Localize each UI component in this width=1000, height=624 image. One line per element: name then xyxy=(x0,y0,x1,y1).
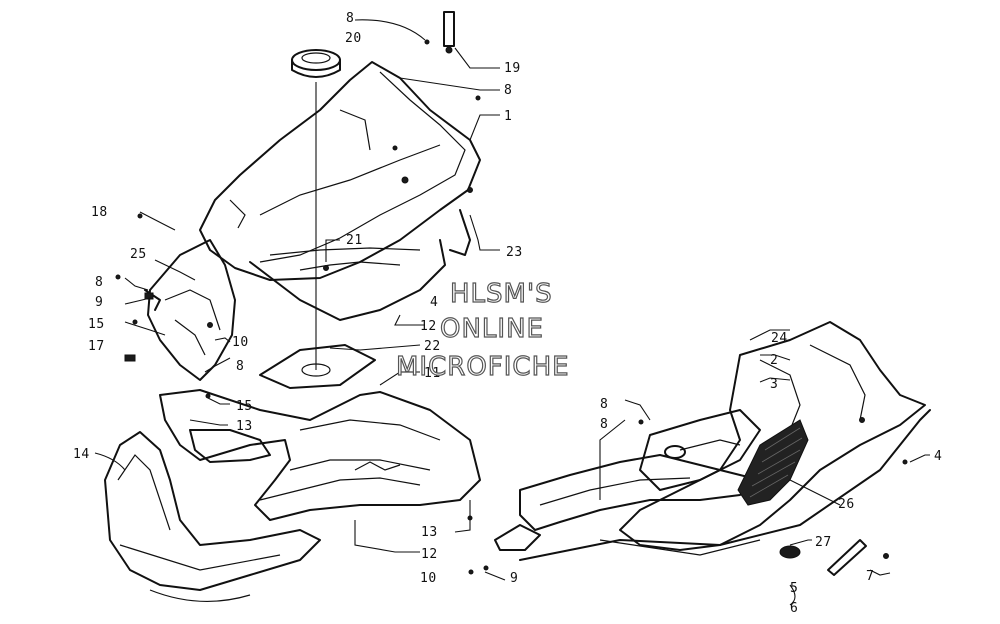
callout-11: 11 xyxy=(424,366,441,381)
callout-15: 15 xyxy=(236,399,253,414)
callout-19: 19 xyxy=(504,61,521,76)
callout-8: 8 xyxy=(504,83,512,98)
callout-25: 25 xyxy=(130,247,147,262)
callout-12: 12 xyxy=(420,319,437,334)
callout-6: 6 xyxy=(790,601,798,616)
gas-cap-ring-part xyxy=(291,49,341,78)
callout-24: 24 xyxy=(771,331,788,346)
callout-8: 8 xyxy=(346,11,354,26)
callout-17: 17 xyxy=(88,339,105,354)
callout-10: 10 xyxy=(420,571,437,586)
callout-15: 15 xyxy=(88,317,105,332)
callout-23: 23 xyxy=(506,245,523,260)
callout-10: 10 xyxy=(232,335,249,350)
callout-14: 14 xyxy=(73,447,90,462)
latch-bracket-part xyxy=(443,11,455,54)
callout-7: 7 xyxy=(866,569,874,584)
callout-9: 9 xyxy=(510,571,518,586)
base-plate-part xyxy=(259,344,376,389)
callout-3: 3 xyxy=(770,377,778,392)
watermark-line-2: ONLINE xyxy=(440,314,544,344)
callout-21: 21 xyxy=(346,233,363,248)
callout-8: 8 xyxy=(95,275,103,290)
trim-strip-part xyxy=(827,539,867,576)
callout-18: 18 xyxy=(91,205,108,220)
front-nose-part xyxy=(104,431,321,603)
callout-labels: 8 20 19 8 1 18 21 23 25 8 9 4 12 15 17 1… xyxy=(73,11,942,616)
left-side-panel-part xyxy=(144,239,236,381)
emblem-part xyxy=(779,545,801,559)
callout-2: 2 xyxy=(770,353,778,368)
belly-pan-part xyxy=(159,389,481,521)
callout-27: 27 xyxy=(815,535,832,550)
upper-shell-part xyxy=(199,61,481,321)
callout-5: 5 xyxy=(790,581,798,596)
callout-8: 8 xyxy=(236,359,244,374)
callout-9: 9 xyxy=(95,295,103,310)
callout-12: 12 xyxy=(421,547,438,562)
clip-part xyxy=(124,354,136,362)
callout-13: 13 xyxy=(421,525,438,540)
right-chassis-part xyxy=(494,321,931,561)
watermark: HLSM'S ONLINE MICROFICHE xyxy=(395,278,570,382)
callout-4: 4 xyxy=(430,295,438,310)
callout-8: 8 xyxy=(600,417,608,432)
callout-20: 20 xyxy=(345,31,362,46)
callout-26: 26 xyxy=(838,497,855,512)
callout-13: 13 xyxy=(236,419,253,434)
callout-1: 1 xyxy=(504,109,512,124)
grille-part xyxy=(737,419,809,506)
callout-8: 8 xyxy=(600,397,608,412)
watermark-line-3: MICROFICHE xyxy=(396,352,570,382)
watermark-line-1: HLSM'S xyxy=(450,279,553,309)
callout-22: 22 xyxy=(424,339,441,354)
callout-4: 4 xyxy=(934,449,942,464)
leader-lines xyxy=(94,19,930,606)
